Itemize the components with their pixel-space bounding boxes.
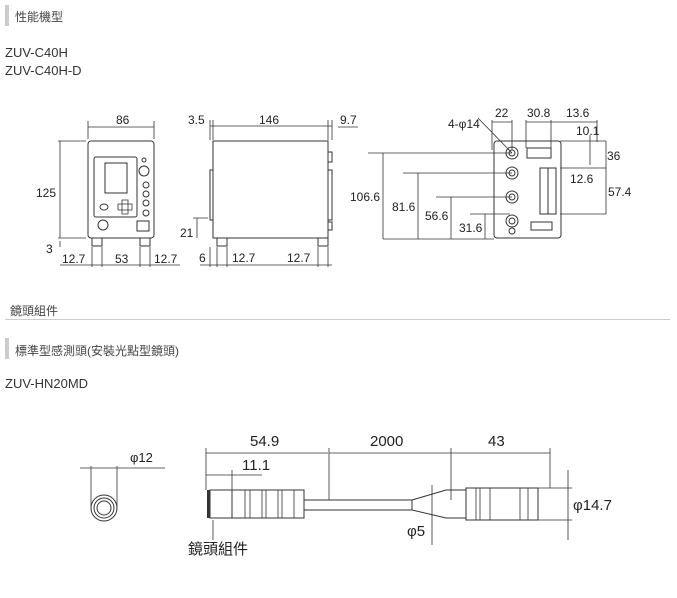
- dim-front-plate: 3.5: [188, 113, 205, 127]
- front-view: 86 125 3 12.7 53 12.7: [36, 113, 180, 267]
- dim-holes: 4-φ14: [448, 117, 480, 131]
- dim-22: 22: [495, 106, 509, 120]
- dim-right: 12.7: [287, 251, 311, 265]
- dim-mid: 53: [115, 252, 129, 266]
- sub-heading: 標準型感測頭(安裝光點型鏡頭): [15, 344, 179, 358]
- section-heading: 鏡頭組件: [10, 304, 59, 318]
- heading-bar: [5, 5, 9, 26]
- divider: [5, 319, 670, 320]
- lens-end-view: φ12: [80, 450, 165, 522]
- model-name: ZUV-C40H-D: [5, 63, 82, 78]
- dim-2000: 2000: [370, 433, 403, 450]
- dim-106-6: 106.6: [350, 190, 380, 204]
- dim-foot: 3: [46, 242, 53, 256]
- model-name: ZUV-C40H: [5, 45, 68, 60]
- dim-right: 12.7: [154, 252, 178, 266]
- dim-width: 86: [116, 113, 130, 127]
- dim-43: 43: [488, 433, 505, 450]
- dim-36: 36: [607, 149, 621, 163]
- dim-phi5: φ5: [407, 523, 425, 540]
- dim-54-9: 54.9: [250, 433, 279, 450]
- dim-13-6: 13.6: [566, 106, 590, 120]
- dim-81-6: 81.6: [392, 200, 416, 214]
- dim-57-4: 57.4: [608, 185, 632, 199]
- dim-11-1: 11.1: [242, 457, 270, 474]
- dim-rear: 9.7: [340, 113, 357, 127]
- dim-56-6: 56.6: [425, 209, 449, 223]
- dim-30-8: 30.8: [527, 106, 551, 120]
- dim-depth: 146: [259, 113, 279, 127]
- dim-left: 12.7: [62, 252, 86, 266]
- dim-12-6: 12.6: [570, 172, 594, 186]
- sensor-head-side-view: 54.9 11.1 2000 43 φ14.7 φ5 鏡頭組件: [188, 433, 612, 558]
- model-name: ZUV-HN20MD: [5, 376, 89, 391]
- dim-10-1: 10.1: [576, 124, 600, 138]
- rear-view: 106.6 81.6 56.6 31.6 4-φ14 22 30.8 13.6 …: [350, 106, 632, 240]
- dim-21: 21: [180, 226, 194, 240]
- section-heading: 性能機型: [15, 10, 64, 24]
- dim-left: 12.7: [232, 251, 256, 265]
- dim-foot: 6: [199, 251, 206, 265]
- dim-phi12: φ12: [130, 450, 153, 465]
- lens-label: 鏡頭組件: [188, 540, 248, 558]
- dim-phi14-7: φ14.7: [573, 497, 612, 514]
- dim-height: 125: [36, 186, 56, 200]
- heading-bar: [5, 338, 9, 359]
- side-view: 3.5 146 9.7 21 6 12.7 12.7: [180, 113, 358, 267]
- dim-31-6: 31.6: [459, 221, 483, 235]
